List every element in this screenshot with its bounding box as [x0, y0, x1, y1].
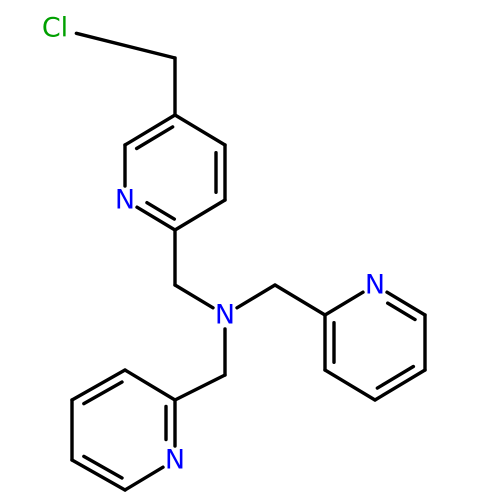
bond-layer [70, 31, 427, 492]
nitrogen-atom-label: N [215, 300, 235, 331]
double-bond-outer [385, 290, 427, 317]
double-bond-inner [375, 364, 416, 390]
single-bond [273, 283, 327, 317]
nitrogen-atom-label: N [365, 270, 385, 301]
nitrogen-atom-label: N [115, 185, 135, 216]
single-bond [235, 283, 277, 310]
double-bond-inner [134, 125, 175, 151]
double-bond-outer [135, 205, 177, 232]
single-bond [323, 368, 377, 402]
atom-layer: ClN N N N [42, 13, 385, 476]
chlorine-atom-label: Cl [42, 13, 68, 44]
double-bond-outer [123, 113, 177, 147]
double-bond-inner [82, 454, 124, 480]
double-bond-outer [70, 458, 127, 492]
double-bond-inner [385, 301, 417, 322]
double-bond-outer [70, 368, 127, 402]
double-bond-inner [82, 380, 124, 406]
double-bond-outer [373, 368, 427, 402]
single-bond [74, 31, 177, 60]
single-bond [173, 113, 227, 147]
single-bond [123, 465, 165, 492]
single-bond [323, 290, 365, 317]
nitrogen-atom-label: N [165, 445, 185, 476]
single-bond [173, 283, 215, 310]
double-bond-inner [145, 200, 177, 221]
single-bond [173, 373, 227, 402]
single-bond [173, 198, 227, 232]
single-bond [123, 368, 177, 402]
